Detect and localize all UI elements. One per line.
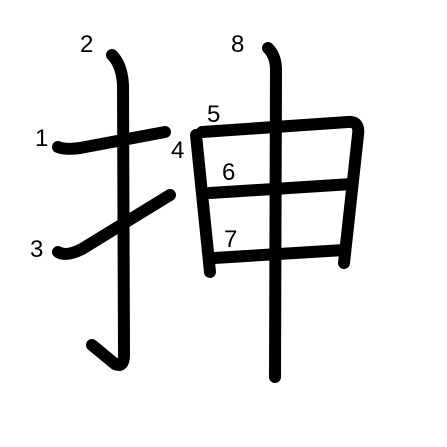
stroke-number-3: 3 xyxy=(30,236,43,263)
stroke-number-5: 5 xyxy=(207,101,220,128)
stroke-number-8: 8 xyxy=(231,31,244,58)
stroke-number-6: 6 xyxy=(222,159,235,186)
stroke-number-1: 1 xyxy=(35,125,48,152)
stroke-number-2: 2 xyxy=(80,31,93,58)
stroke-number-7: 7 xyxy=(224,226,237,253)
stroke-1 xyxy=(52,126,171,155)
stroke-2 xyxy=(86,49,130,371)
stroke-5 xyxy=(196,115,365,269)
stroke-3 xyxy=(52,189,176,260)
stroke-4 xyxy=(190,129,216,278)
stroke-number-4: 4 xyxy=(171,137,184,164)
stroke-8 xyxy=(262,42,282,383)
